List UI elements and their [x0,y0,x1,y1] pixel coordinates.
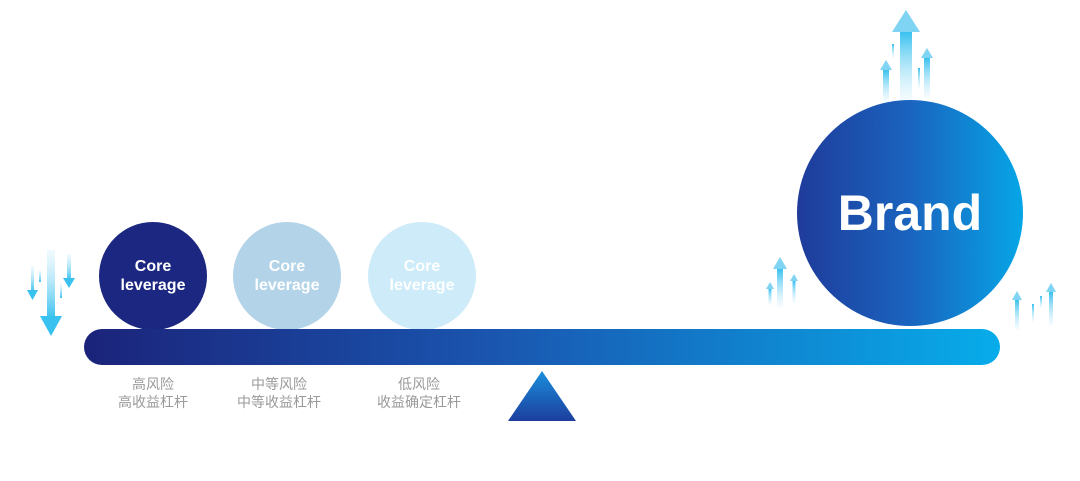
fulcrum-triangle-icon [508,371,576,421]
risk-label-line1: 中等风险 [251,377,307,393]
ball-label-line1: Core [268,257,306,275]
risk-label-high: 高风险 高收益杠杆 [88,376,218,412]
up-arrows-right-icon [1012,283,1056,330]
risk-label-line2: 中等收益杠杆 [237,395,321,411]
ball-label-line2: leverage [389,277,455,294]
down-arrows-icon [27,250,75,336]
up-arrows-top-icon [880,10,933,102]
core-leverage-ball-medium-risk: Core leverage [233,222,341,330]
brand-label: Brand [837,185,983,241]
risk-label-line1: 低风险 [398,377,440,393]
ball-label-line1: Core [403,257,441,275]
brand-ball: Brand [797,100,1023,326]
risk-label-low: 低风险 收益确定杠杆 [354,376,484,412]
risk-label-line2: 收益确定杠杆 [377,395,461,411]
lever-beam [84,329,1000,365]
core-leverage-ball-low-risk: Core leverage [368,222,476,330]
ball-label-line1: Core [134,257,172,275]
risk-label-line2: 高收益杠杆 [118,395,188,411]
risk-label-medium: 中等风险 中等收益杠杆 [214,376,344,412]
ball-label-line2: leverage [120,277,186,294]
core-leverage-ball-high-risk: Core leverage [99,222,207,330]
up-arrows-left-icon [766,257,798,307]
ball-label-line2: leverage [254,277,320,294]
risk-label-line1: 高风险 [132,377,174,393]
